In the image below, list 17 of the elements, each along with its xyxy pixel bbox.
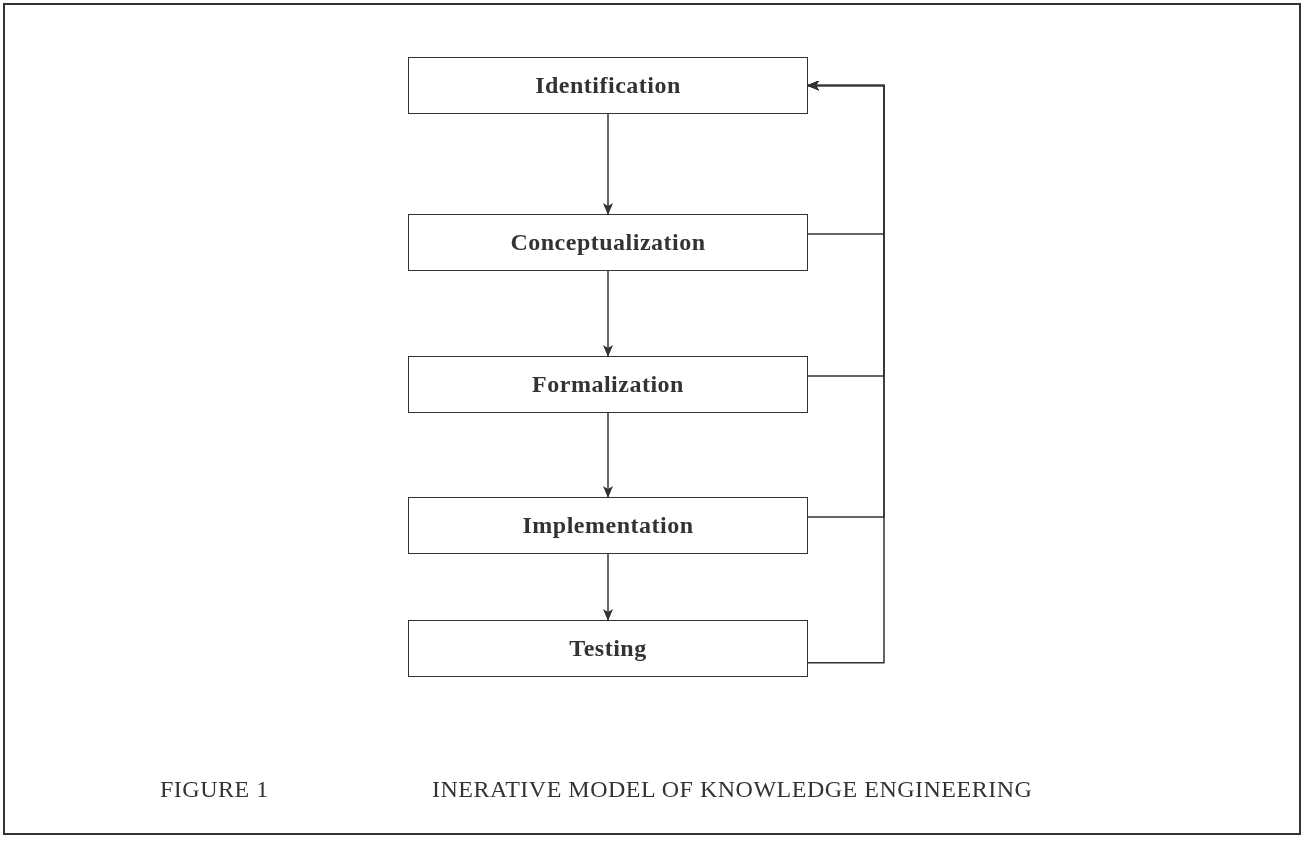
process-box xyxy=(408,214,808,271)
process-box xyxy=(408,356,808,413)
process-box xyxy=(408,497,808,554)
figure-caption: INERATIVE MODEL OF KNOWLEDGE ENGINEERING xyxy=(432,776,1033,803)
arrow xyxy=(603,553,613,621)
box-label: Identification xyxy=(535,72,681,99)
arrow xyxy=(603,270,613,357)
process-box xyxy=(408,57,808,114)
figure-number: FIGURE 1 xyxy=(160,776,269,803)
arrow xyxy=(603,113,613,215)
box-label: Testing xyxy=(569,635,647,662)
arrow xyxy=(603,412,613,498)
box-label: Implementation xyxy=(522,512,694,539)
box-label: Formalization xyxy=(532,371,684,398)
box-label: Conceptualization xyxy=(510,229,706,256)
arrow xyxy=(807,80,885,664)
process-box xyxy=(408,620,808,677)
